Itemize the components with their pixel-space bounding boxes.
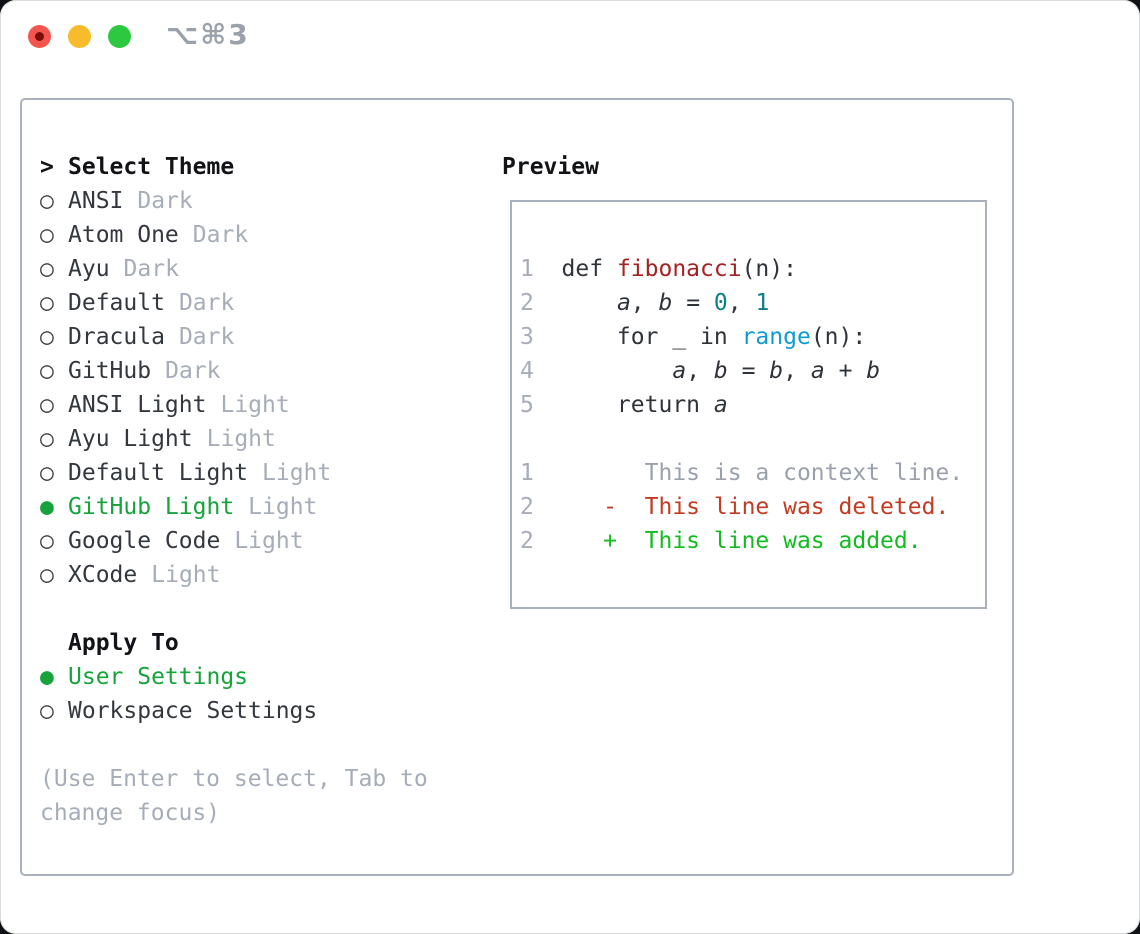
theme-list-title: Select Theme: [68, 154, 235, 180]
code-line: 3 for _ in range(n):: [520, 324, 867, 350]
radio-unselected-icon: ○: [40, 358, 54, 384]
option-label: Ayu Light: [68, 426, 193, 452]
code-line: 4 a, b = b, a + b: [520, 358, 881, 384]
option-variant-label: Dark: [178, 290, 235, 316]
option-variant-label: Dark: [137, 188, 193, 214]
theme-option[interactable]: ○ Ayu Dark: [40, 252, 331, 286]
radio-unselected-icon: ○: [40, 256, 54, 282]
radio-selected-icon: ●: [40, 494, 54, 520]
option-variant-label: Light: [206, 426, 276, 452]
theme-list-header-row: > Select Theme: [40, 150, 331, 184]
option-variant-label: Dark: [165, 358, 221, 384]
theme-option[interactable]: ○ Ayu Light Light: [40, 422, 331, 456]
theme-option[interactable]: ○ GitHub Dark: [40, 354, 331, 388]
radio-unselected-icon: ○: [40, 324, 54, 350]
option-label: Default Light: [68, 460, 249, 486]
radio-unselected-icon: ○: [40, 188, 54, 214]
option-variant-label: Light: [220, 392, 290, 418]
apply-to-title: Apply To: [68, 630, 179, 656]
radio-unselected-icon: ○: [40, 698, 54, 724]
radio-unselected-icon: ○: [40, 392, 54, 418]
theme-option[interactable]: ○ XCode Light: [40, 558, 331, 592]
code-preview: 1 def fibonacci(n): 2 a, b = 0, 1 3 for _ …: [512, 202, 985, 558]
option-label: Ayu: [68, 256, 110, 282]
radio-unselected-icon: ○: [40, 460, 54, 486]
zoom-button[interactable]: [108, 25, 131, 48]
option-variant-label: Dark: [178, 324, 235, 350]
theme-option[interactable]: ○ Atom One Dark: [40, 218, 331, 252]
option-label: User Settings: [68, 664, 249, 690]
option-variant-label: Dark: [123, 256, 179, 282]
window-title: ⌥⌘3: [166, 18, 250, 51]
radio-unselected-icon: ○: [40, 290, 54, 316]
radio-selected-icon: ●: [40, 664, 54, 690]
pointer-icon: >: [40, 154, 54, 180]
traffic-lights: [28, 25, 131, 48]
code-line: [520, 422, 985, 456]
option-label: ANSI: [68, 188, 124, 214]
option-label: Dracula: [68, 324, 165, 350]
code-line: 2 - This line was deleted.: [520, 494, 950, 520]
preview-pane: 1 def fibonacci(n): 2 a, b = 0, 1 3 for _ …: [510, 200, 987, 609]
apply-to-option[interactable]: ● User Settings: [40, 660, 317, 694]
theme-option[interactable]: ○ ANSI Light Light: [40, 388, 331, 422]
radio-unselected-icon: ○: [40, 528, 54, 554]
code-line: 1 This is a context line.: [520, 460, 964, 486]
code-line: 5 return a: [520, 392, 728, 418]
apply-to-option[interactable]: ○ Workspace Settings: [40, 694, 317, 728]
minimize-button[interactable]: [68, 25, 91, 48]
theme-option[interactable]: ○ Dracula Dark: [40, 320, 331, 354]
code-line: 1 def fibonacci(n):: [520, 256, 797, 282]
theme-option[interactable]: ● GitHub Light Light: [40, 490, 331, 524]
close-dot-icon: [35, 32, 44, 41]
option-label: GitHub: [68, 358, 152, 384]
option-label: XCode: [68, 562, 138, 588]
option-variant-label: Dark: [192, 222, 249, 248]
option-variant-label: Light: [234, 528, 304, 554]
option-label: Workspace Settings: [68, 698, 318, 724]
theme-option[interactable]: ○ ANSI Dark: [40, 184, 331, 218]
code-line: 2 a, b = 0, 1: [520, 290, 770, 316]
preview-title: Preview: [502, 154, 599, 180]
radio-unselected-icon: ○: [40, 222, 54, 248]
option-label: Default: [68, 290, 165, 316]
option-label: Google Code: [68, 528, 221, 554]
option-variant-label: Light: [248, 494, 318, 520]
theme-option[interactable]: ○ Default Dark: [40, 286, 331, 320]
radio-unselected-icon: ○: [40, 426, 54, 452]
apply-to-header-row: Apply To: [40, 626, 317, 660]
theme-option[interactable]: ○ Google Code Light: [40, 524, 331, 558]
theme-option[interactable]: ○ Default Light Light: [40, 456, 331, 490]
apply-to-section: Apply To ● User Settings ○ Workspace Settin…: [40, 626, 317, 728]
code-line: 2 + This line was added.: [520, 528, 922, 554]
option-label: Atom One: [68, 222, 179, 248]
option-label: ANSI Light: [68, 392, 207, 418]
radio-unselected-icon: ○: [40, 562, 54, 588]
option-label: GitHub Light: [68, 494, 235, 520]
keyboard-hint: (Use Enter to select, Tab to change focu…: [40, 766, 428, 826]
option-variant-label: Light: [262, 460, 332, 486]
close-button[interactable]: [28, 25, 51, 48]
option-variant-label: Light: [151, 562, 221, 588]
